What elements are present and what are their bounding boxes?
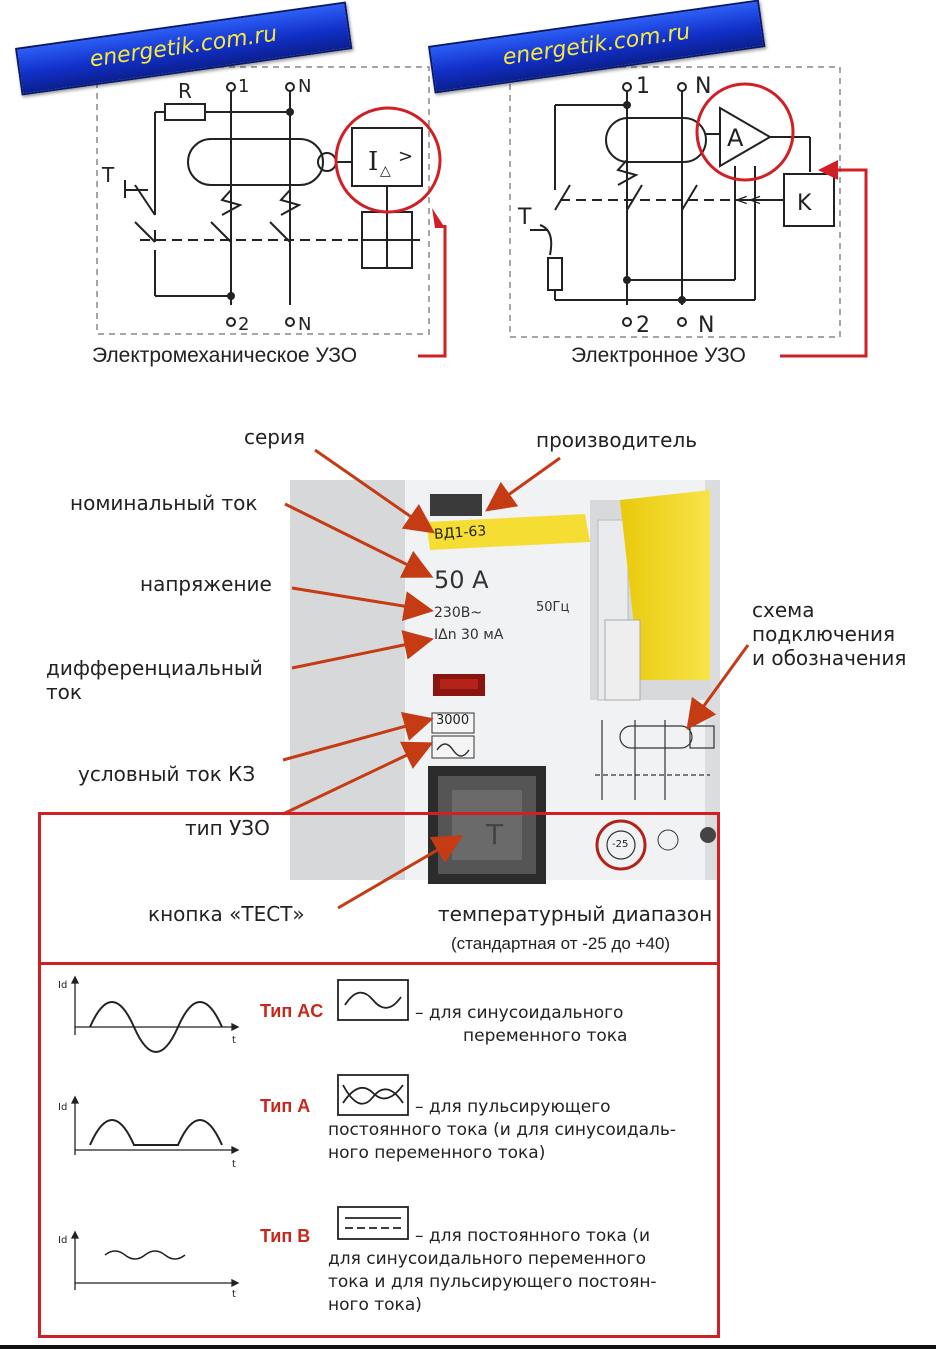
- device-freq: 50Гц: [536, 600, 570, 615]
- type-b-line4: ного тока): [328, 1295, 422, 1315]
- label-temp-range: температурный диапазон: [438, 902, 713, 926]
- label-diff-current-line1: дифференциальный: [46, 656, 263, 680]
- svg-text:>: >: [398, 146, 413, 167]
- label-temp-range-note: (стандартная от -25 до +40): [451, 934, 671, 953]
- svg-text:T: T: [517, 205, 532, 230]
- type-ac-line1: – для синусоидального: [415, 1003, 624, 1023]
- svg-text:N: N: [695, 74, 711, 99]
- svg-text:I: I: [368, 147, 378, 177]
- test-button-label[interactable]: T: [486, 818, 504, 851]
- label-test-button: кнопка «ТЕСТ»: [148, 902, 305, 926]
- svg-text:2: 2: [238, 314, 249, 335]
- right-caption: Электронное УЗО: [571, 344, 746, 367]
- bottom-rule: [0, 1345, 936, 1349]
- label-nominal-current: номинальный ток: [70, 491, 258, 515]
- type-b-axis-x: t: [232, 1289, 236, 1300]
- label-kz-current: условный ток КЗ: [78, 762, 256, 786]
- left-caption: Электромеханическое УЗО: [92, 344, 358, 367]
- device-diff-current: IΔn 30 мА: [434, 627, 504, 643]
- type-a-name: Тип A: [260, 1096, 311, 1116]
- svg-text:<<: <<: [735, 190, 762, 209]
- type-ac-line2: переменного тока: [463, 1026, 628, 1046]
- svg-text:2: 2: [636, 313, 650, 338]
- svg-text:N: N: [298, 76, 311, 97]
- type-a-axis-y: Id: [58, 1102, 67, 1113]
- type-b-axis-y: Id: [58, 1235, 67, 1246]
- device-voltage: 230В~: [434, 605, 483, 621]
- type-ac-desc: – для синусоидального переменного тока: [415, 1002, 627, 1048]
- label-voltage: напряжение: [140, 572, 272, 596]
- types-box: [38, 962, 720, 1338]
- type-b-line1: – для постоянного тока (и: [415, 1226, 650, 1246]
- type-b-name: Тип B: [260, 1226, 311, 1246]
- svg-text:N: N: [698, 313, 714, 338]
- label-uzo-type: тип УЗО: [185, 816, 270, 840]
- electromechanical-schematic: I △ >: [96, 66, 447, 358]
- type-a-axis-x: t: [232, 1159, 236, 1170]
- svg-text:K: K: [797, 191, 812, 216]
- type-b-line2: для синусоидального переменного: [328, 1249, 646, 1269]
- type-ac-name: Тип AC: [260, 1001, 324, 1021]
- svg-text:△: △: [380, 163, 391, 179]
- svg-text:A: A: [727, 124, 744, 152]
- type-a-line2: постоянного тока (и для синусоидаль-: [328, 1120, 677, 1140]
- temp-badge-value: -25: [612, 839, 629, 850]
- device-current: 50 А: [434, 566, 489, 594]
- label-series: серия: [244, 425, 306, 449]
- svg-text:1: 1: [238, 76, 249, 97]
- type-b-line3: тока и для пульсирующего постоян-: [328, 1272, 657, 1292]
- left-r-label: R: [178, 79, 192, 103]
- type-b-desc: – для постоянного тока (и для синусоидал…: [328, 1225, 657, 1317]
- type-a-line3: ного переменного тока): [328, 1143, 546, 1163]
- label-scheme: схема подключения и обозначения: [752, 598, 906, 670]
- types-graphs: Id t Id t Id t: [58, 975, 240, 1300]
- type-a-desc: – для пульсирующего постоянного тока (и …: [328, 1096, 676, 1165]
- label-scheme-line3: и обозначения: [752, 646, 907, 670]
- schematic-drawings: I △ >: [96, 66, 868, 358]
- svg-text:N: N: [298, 314, 311, 335]
- label-manufacturer: производитель: [536, 428, 698, 452]
- left-t-label: T: [101, 163, 115, 187]
- device-kz-value: 3000: [436, 713, 470, 728]
- label-diff-current: дифференциальный ток: [46, 656, 263, 704]
- label-diff-current-line2: ток: [46, 680, 82, 704]
- type-a-line1: – для пульсирующего: [415, 1097, 611, 1117]
- label-scheme-line1: схема: [752, 598, 815, 622]
- series-strip: [426, 514, 590, 550]
- svg-text:1: 1: [636, 74, 650, 99]
- manufacturer-tag: [430, 494, 482, 516]
- device-photo: [290, 480, 720, 884]
- annotation-arrows: [282, 448, 750, 910]
- type-symbols: [337, 979, 409, 1240]
- label-scheme-line2: подключения: [752, 622, 896, 646]
- electronic-schematic: << A K T 1: [509, 66, 868, 358]
- type-ac-axis-x: t: [232, 1035, 236, 1046]
- type-ac-axis-y: Id: [58, 980, 67, 991]
